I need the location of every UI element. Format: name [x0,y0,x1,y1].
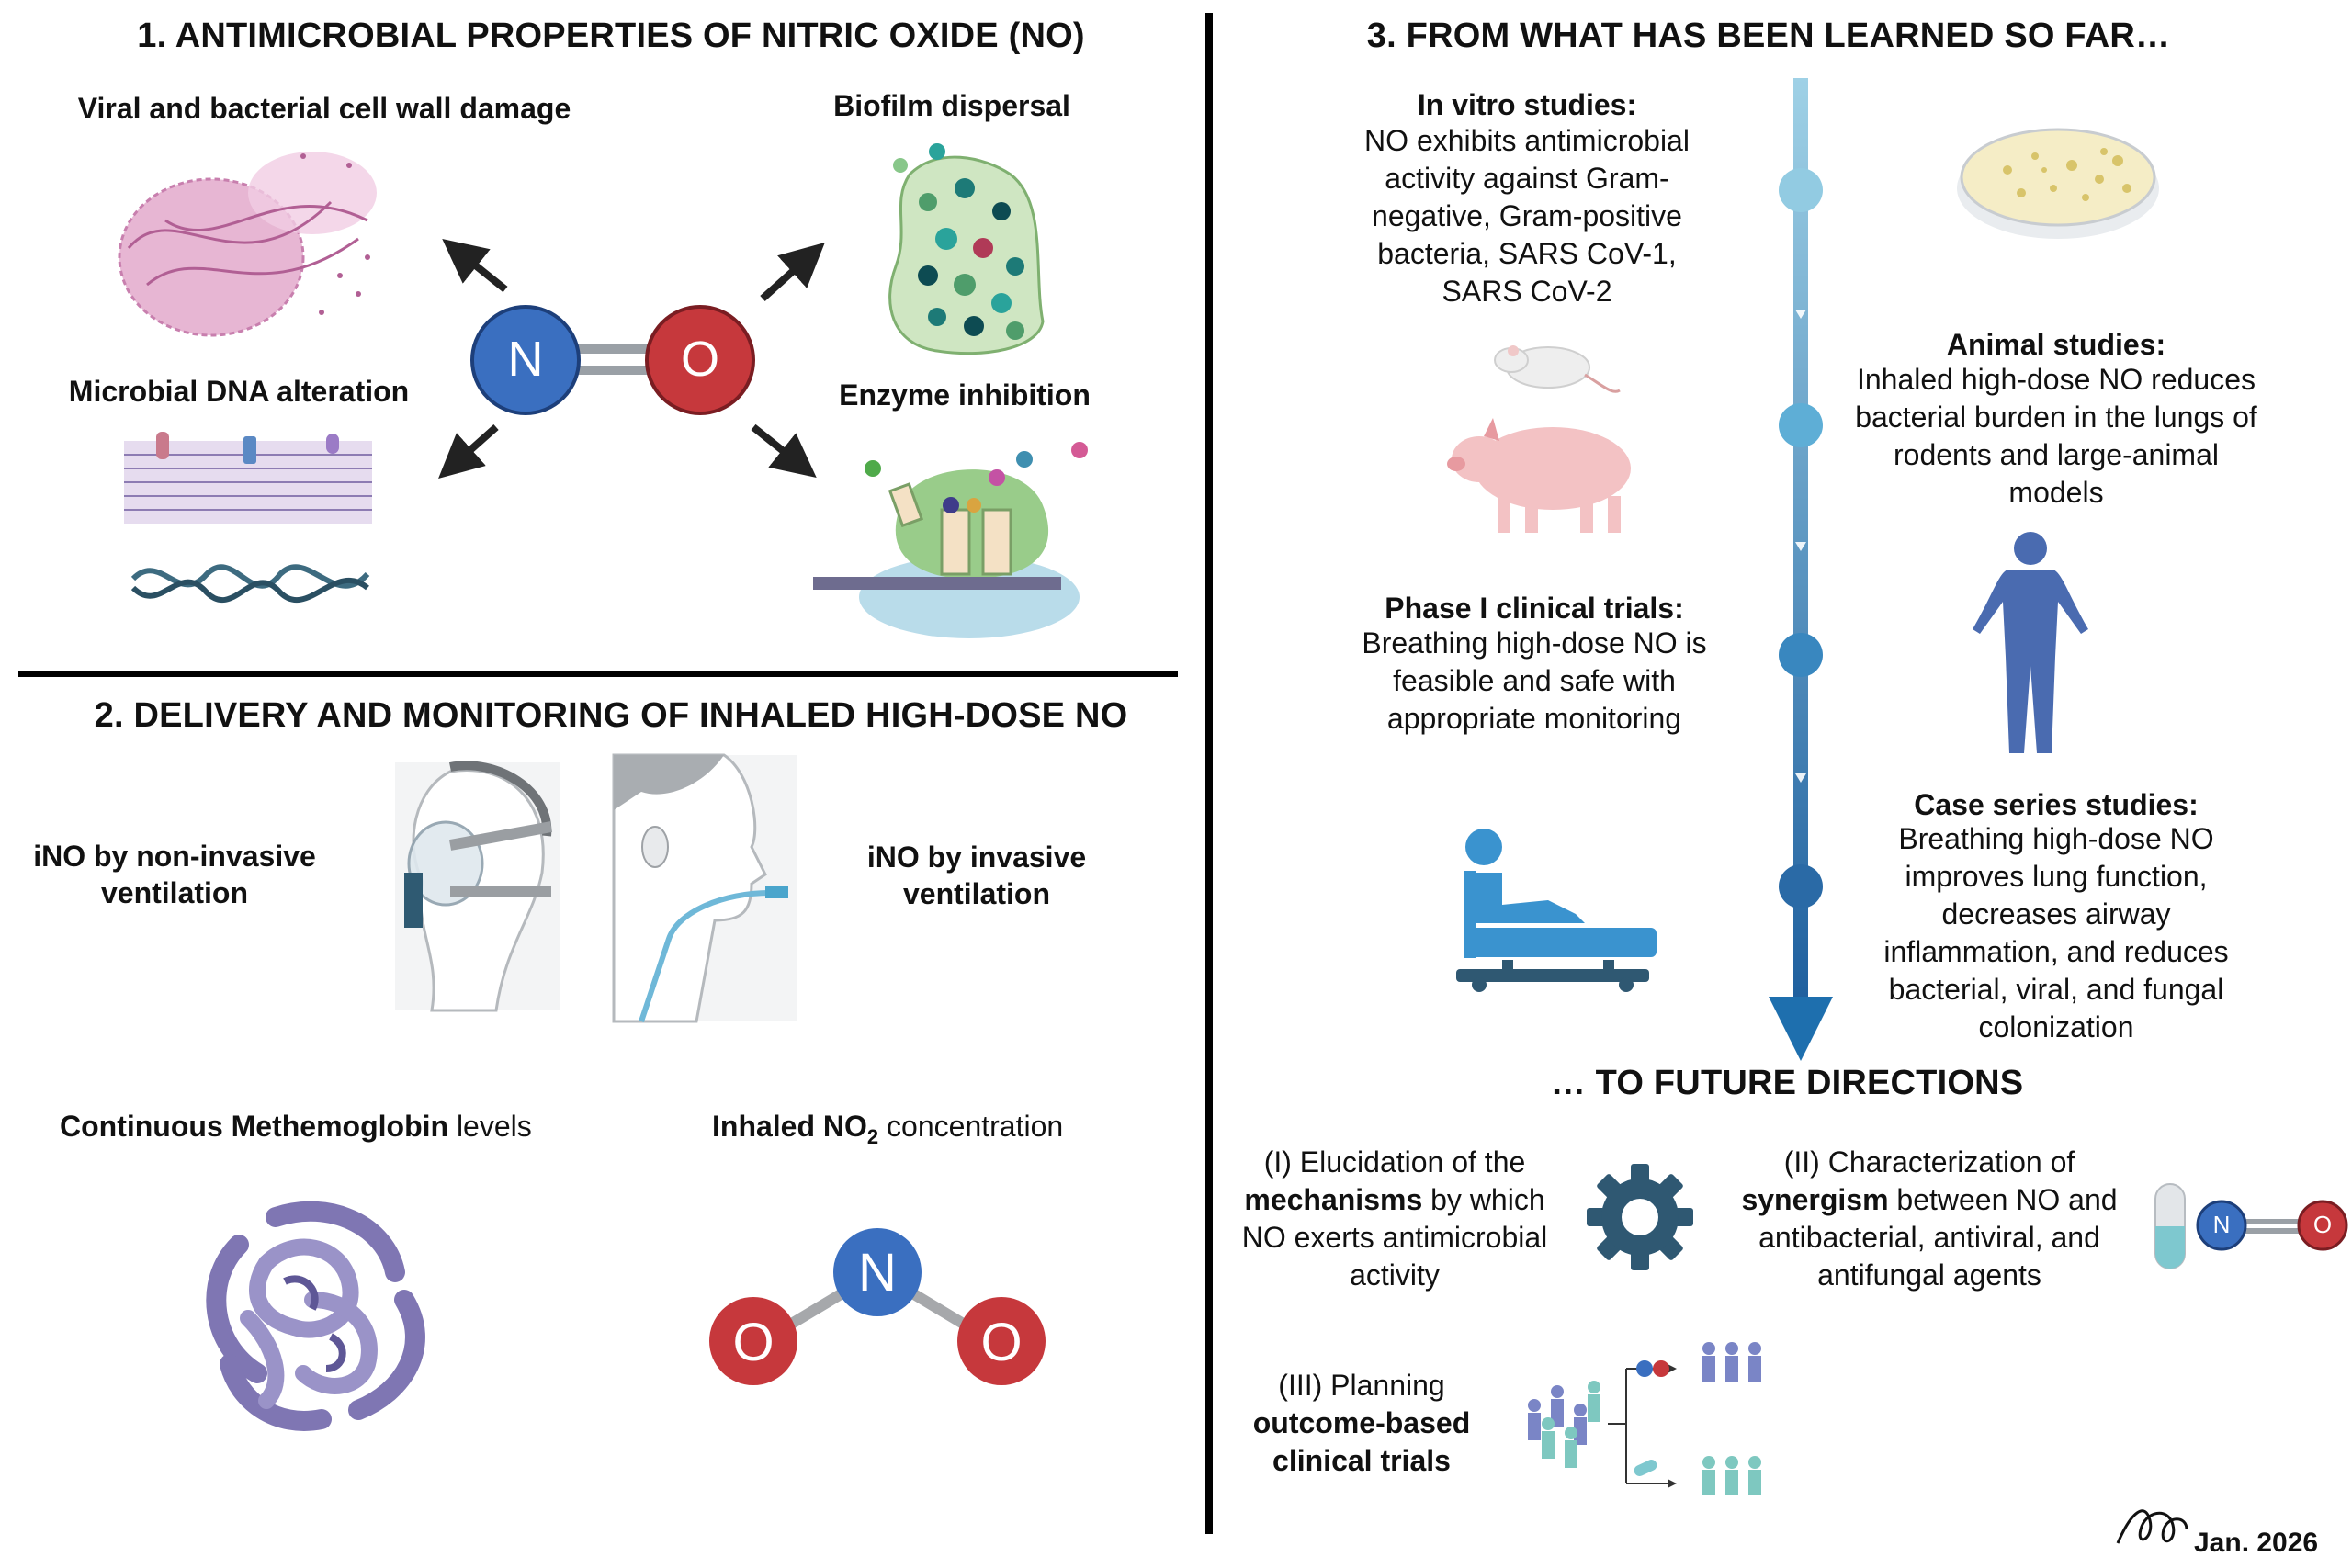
gear-icon [1587,1164,1693,1270]
future3-text: (III) Planning outcome-based clinical tr… [1252,1369,1471,1477]
invasive-ventilation-illustration [612,753,797,1023]
no2-o2-label: O [980,1313,1023,1372]
label-enzyme-inhibition: Enzyme inhibition [839,378,1091,412]
caseseries-heading: Case series studies: [1914,788,2199,821]
horizontal-divider [18,671,1178,677]
section1-title: 1. ANTIMICROBIAL PROPERTIES OF NITRIC OX… [137,17,1085,55]
noninvasive-ventilation-illustration [395,761,560,1012]
no2-o1-label: O [732,1313,775,1372]
future2-text: (II) Characterization of synergism betwe… [1741,1145,2118,1292]
hemoglobin-illustration [206,1201,425,1431]
small-no-molecule [2196,1200,2348,1251]
phase1-heading: Phase I clinical trials: [1385,592,1684,625]
invitro-heading: In vitro studies: [1417,88,1637,121]
hospital-bed-icon [1456,829,1657,992]
label-biofilm-dispersal: Biofilm dispersal [833,89,1070,122]
arrow-icons [438,239,825,479]
animal-heading: Animal studies: [1946,328,2166,361]
rat-icon [1494,345,1621,393]
label-dna-alteration: Microbial DNA alteration [68,375,410,408]
phase1-text: Breathing high-dose NO is feasible and s… [1362,626,1707,735]
dna-alteration-illustration [124,432,372,603]
date-label: Jan. 2026 [2194,1528,2319,1558]
small-no-o-label: O [2312,1211,2333,1238]
label-invasive-line2: ventilation [902,877,1051,910]
no-molecule-o-label: O [680,332,720,387]
small-no-n-label: N [2212,1211,2231,1238]
no2-n-label: N [858,1243,897,1303]
label-invasive-line1: iNO by invasive [866,840,1087,874]
timeline-arrow [1769,78,1833,1061]
no-molecule-n-label: N [507,332,544,387]
enzyme-inhibition-illustration [813,442,1088,638]
cell-wall-damage-illustration [118,152,377,337]
section2-title: 2. DELIVERY AND MONITORING OF INHALED HI… [94,696,1128,735]
invitro-text: NO exhibits antimicrobial activity again… [1364,124,1690,308]
label-noninvasive-line2: ventilation [100,876,249,909]
vertical-divider [1205,13,1213,1534]
biofilm-dispersal-illustration [888,143,1045,355]
petri-dish-icon [1957,128,2159,239]
clinical-trial-groups-icon [1528,1342,1761,1495]
label-no2-concentration: Inhaled NO2 concentration [712,1110,1064,1148]
future-directions-title: … TO FUTURE DIRECTIONS [1550,1064,2024,1102]
caseseries-text: Breathing high-dose NO improves lung fun… [1883,822,2229,1043]
signature-mark [2116,1509,2188,1544]
capsule-icon [2154,1183,2186,1269]
label-cell-wall-damage: Viral and bacterial cell wall damage [77,92,571,125]
pig-icon [1447,418,1631,533]
animal-text: Inhaled high-dose NO reduces bacterial b… [1855,363,2257,509]
human-figure-icon [1973,532,2088,753]
section3-title: 3. FROM WHAT HAS BEEN LEARNED SO FAR… [1366,17,2171,55]
label-methemoglobin: Continuous Methemoglobin levels [60,1110,532,1143]
future1-text: (I) Elucidation of the mechanisms by whi… [1241,1145,1548,1292]
no2-molecule [709,1228,1046,1385]
label-noninvasive-line1: iNO by non-invasive [33,840,316,873]
no-molecule [470,305,755,415]
